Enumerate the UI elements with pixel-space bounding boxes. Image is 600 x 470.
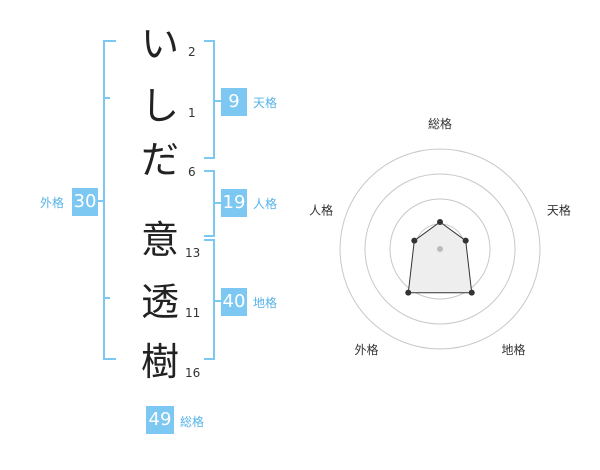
tenkaku-label: 天格 (253, 96, 278, 110)
name-char-2: し (140, 84, 179, 128)
radar-point (405, 289, 412, 296)
jinkaku-badge: 19 (221, 189, 247, 217)
soukaku-label: 総格 (180, 415, 205, 429)
stroke-count-5: 11 (185, 306, 201, 320)
stroke-count-6: 16 (185, 366, 201, 380)
radar-ring (389, 198, 491, 300)
name-char-6: 樹 (140, 340, 179, 384)
stroke-count-1: 2 (188, 45, 196, 59)
radar-area (407, 221, 473, 294)
stroke-count-4: 13 (185, 246, 201, 260)
radar-ring (364, 173, 516, 325)
radar-axis-label: 天格 (547, 202, 571, 217)
stroke-count-2: 1 (188, 106, 196, 120)
radar-point (468, 289, 475, 296)
stroke-count-3: 6 (188, 165, 196, 179)
tenkaku-badge: 9 (221, 88, 247, 116)
radar-axis-label: 外格 (355, 342, 379, 357)
radar-point (437, 219, 443, 225)
radar-ring (339, 148, 541, 350)
gaikaku-badge: 30 (72, 188, 98, 216)
radar-point (411, 237, 418, 244)
radar-axis-label: 地格 (501, 342, 525, 357)
name-char-3: だ (140, 138, 179, 182)
tenkaku-bracket (204, 40, 215, 159)
soukaku-badge: 49 (146, 406, 174, 434)
name-char-4: 意 (140, 218, 179, 262)
name-char-1: い (140, 22, 179, 66)
name-char-5: 透 (140, 280, 179, 324)
chikaku-bracket (204, 239, 215, 360)
radar-axis-label: 総格 (428, 116, 452, 131)
radar-center-dot (437, 246, 443, 252)
radar-point (462, 237, 469, 244)
radar-axis-label: 人格 (309, 202, 333, 217)
jinkaku-label: 人格 (253, 197, 278, 211)
gaikaku-label: 外格 (40, 196, 65, 210)
radar-points (405, 219, 475, 296)
chikaku-label: 地格 (253, 296, 278, 310)
chikaku-badge: 40 (221, 288, 247, 316)
